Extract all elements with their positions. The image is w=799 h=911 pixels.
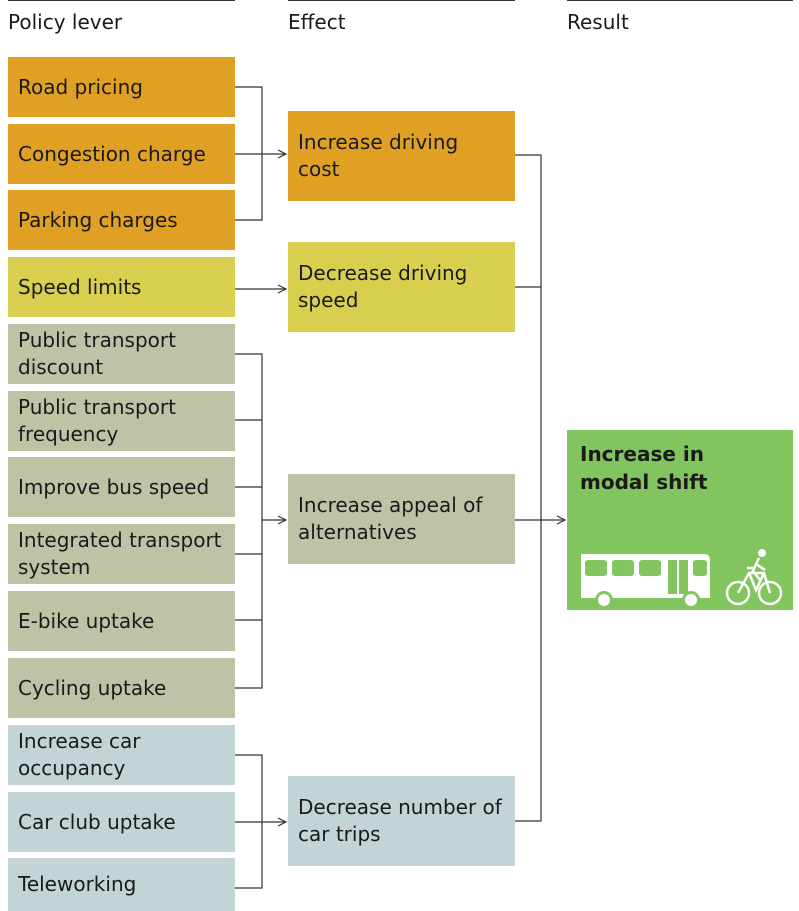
lever-cycling-uptake: Cycling uptake	[8, 658, 235, 718]
lever-label: Car club uptake	[18, 809, 176, 834]
lever-congestion-charge: Congestion charge	[8, 124, 235, 184]
header-policy-lever: Policy lever	[8, 0, 235, 41]
effect-increase-driving-cost: Increase driving cost	[288, 111, 515, 201]
connector-alternatives-ticks	[235, 419, 262, 621]
lever-teleworking: Teleworking	[8, 858, 235, 911]
header-effect: Effect	[288, 0, 515, 41]
lever-label: Teleworking	[18, 872, 137, 896]
result-title: Increase in modal shift	[580, 442, 708, 494]
lever-label: Increase car occupancy	[18, 729, 141, 780]
bus-icon	[581, 554, 710, 609]
lever-e-bike-uptake: E-bike uptake	[8, 591, 235, 651]
effect-label: Decrease driving speed	[298, 261, 468, 312]
effect-label: Increase appeal of alternatives	[298, 493, 483, 544]
lever-label: Road pricing	[18, 74, 143, 99]
lever-label: Public transport frequency	[18, 395, 176, 446]
lever-public-transport-discount: Public transport discount	[8, 324, 235, 384]
lever-improve-bus-speed: Improve bus speed	[8, 457, 235, 517]
lever-label: Speed limits	[18, 274, 142, 299]
lever-label: Congestion charge	[18, 141, 206, 166]
lever-integrated-transport-system: Integrated transport system	[8, 524, 235, 584]
header-policy-lever-label: Policy lever	[8, 10, 123, 34]
effect-decrease-driving-speed: Decrease driving speed	[288, 242, 515, 332]
bicycle-icon	[725, 549, 783, 606]
lever-label: Cycling uptake	[18, 675, 167, 700]
lever-label: E-bike uptake	[18, 608, 155, 633]
effect-label: Decrease number of car trips	[298, 795, 502, 846]
effect-decrease-number-of-car-trips: Decrease number of car trips	[288, 776, 515, 866]
result-increase-in-modal-shift: Increase in modal shift	[567, 430, 793, 610]
connector-effects-bracket	[515, 154, 542, 822]
header-result: Result	[567, 0, 793, 41]
lever-label: Improve bus speed	[18, 474, 210, 499]
lever-label: Parking charges	[18, 207, 178, 232]
lever-road-pricing: Road pricing	[8, 57, 235, 117]
header-result-label: Result	[567, 10, 629, 34]
lever-parking-charges: Parking charges	[8, 190, 235, 250]
lever-speed-limits: Speed limits	[8, 257, 235, 317]
effect-increase-appeal-of-alternatives: Increase appeal of alternatives	[288, 474, 515, 564]
lever-car-club-uptake: Car club uptake	[8, 792, 235, 852]
effect-label: Increase driving cost	[298, 130, 459, 181]
lever-increase-car-occupancy: Increase car occupancy	[8, 725, 235, 785]
lever-label: Integrated transport system	[18, 528, 222, 579]
lever-label: Public transport discount	[18, 328, 176, 379]
header-effect-label: Effect	[288, 10, 346, 34]
connector-alternatives-bracket	[235, 353, 263, 689]
lever-public-transport-frequency: Public transport frequency	[8, 391, 235, 451]
result-icons	[581, 549, 783, 609]
